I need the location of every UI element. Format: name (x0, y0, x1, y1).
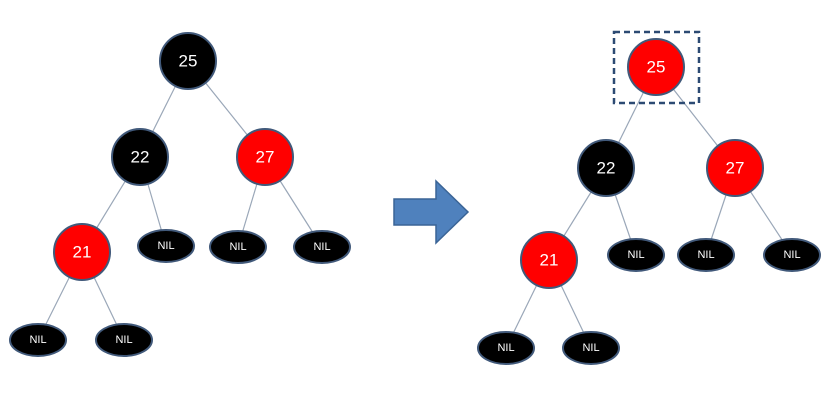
node-label: 22 (131, 148, 150, 167)
node-22-before: 22 (111, 128, 169, 186)
tree-after: 25 22 27 21 NIL NIL NIL (477, 30, 821, 365)
nil-leaf: NIL (9, 323, 67, 357)
nil-leaf: NIL (477, 331, 535, 365)
edges-before (37, 60, 323, 341)
node-22-after: 22 (577, 139, 635, 197)
nil-label: NIL (115, 334, 132, 346)
node-21-before: 21 (53, 223, 111, 281)
node-label: 27 (256, 148, 275, 167)
nil-leaf: NIL (562, 331, 620, 365)
nil-leaf: NIL (607, 238, 665, 272)
node-label: 21 (540, 251, 559, 270)
node-label: 25 (647, 58, 666, 77)
nil-leaf: NIL (293, 230, 351, 264)
nil-label: NIL (157, 240, 174, 252)
node-label: 21 (73, 243, 92, 262)
nil-leaf: NIL (95, 323, 153, 357)
edges-after (505, 66, 793, 349)
nil-label: NIL (313, 241, 330, 253)
nil-label: NIL (697, 249, 714, 261)
nil-label: NIL (497, 342, 514, 354)
node-label: 27 (726, 159, 745, 178)
node-label: 25 (179, 52, 198, 71)
node-27-after: 27 (706, 139, 764, 197)
nil-leaf: NIL (677, 238, 735, 272)
right-arrow-icon (393, 179, 470, 245)
node-21-after: 21 (520, 231, 578, 289)
nil-label: NIL (582, 342, 599, 354)
nil-leaf: NIL (763, 238, 821, 272)
node-25-after: 25 (627, 38, 685, 96)
nil-label: NIL (29, 334, 46, 346)
node-27-before: 27 (236, 128, 294, 186)
nil-label: NIL (783, 249, 800, 261)
nil-leaf: NIL (209, 230, 267, 264)
nil-label: NIL (627, 249, 644, 261)
node-label: 22 (597, 159, 616, 178)
node-25-before: 25 (159, 32, 217, 90)
nil-label: NIL (229, 241, 246, 253)
highlight-box (612, 30, 701, 105)
tree-before: 25 22 27 21 NIL NIL NIL (9, 32, 351, 357)
nil-leaf: NIL (137, 229, 195, 263)
